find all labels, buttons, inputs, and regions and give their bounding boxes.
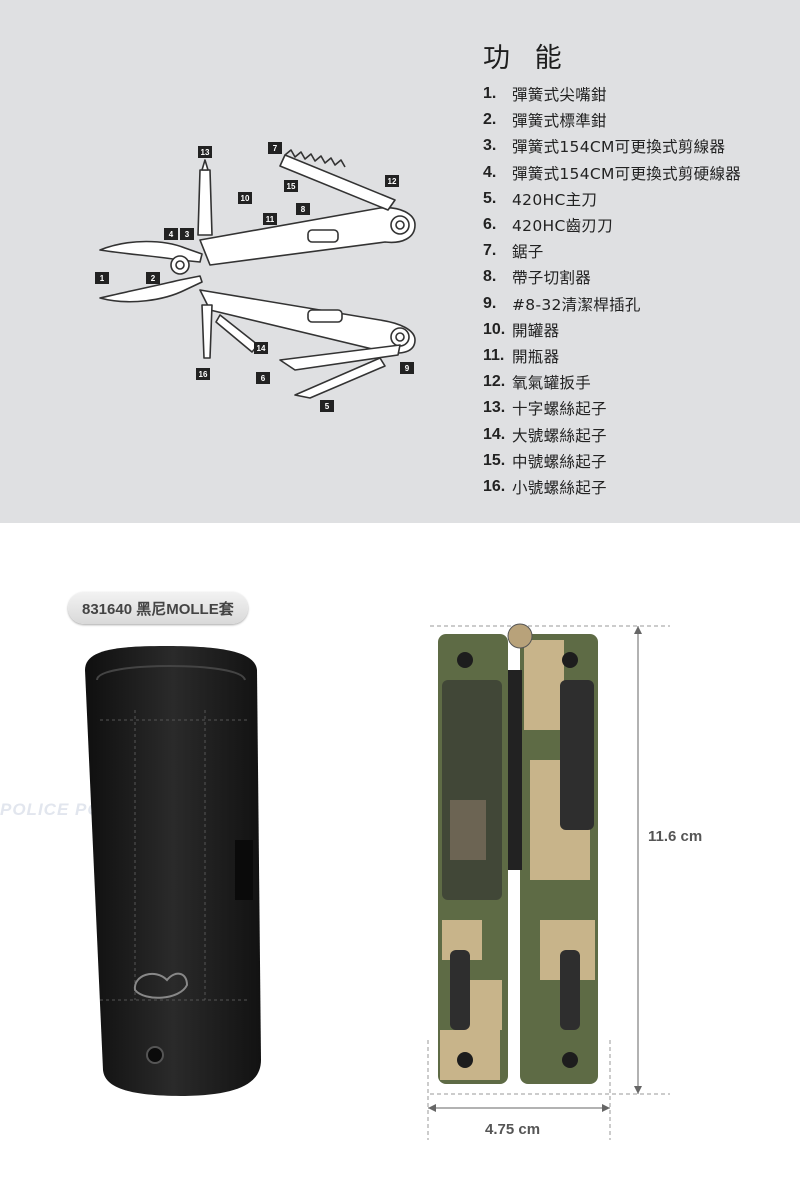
features-list: 功 能 1. 彈簧式尖嘴鉗 2. 彈簧式標準鉗 3. 彈簧式154CM可更換式剪線器 4. 彈… — [483, 36, 793, 500]
feature-number: 11. — [483, 346, 505, 364]
feature-number: 3. — [483, 137, 497, 155]
feature-name: 大號螺絲起子 — [512, 426, 607, 445]
feature-number: 5. — [483, 189, 497, 207]
feature-item: 16. 小號螺絲起子 — [483, 474, 793, 500]
feature-item: 13. 十字螺絲起子 — [483, 395, 793, 421]
callout-14: 14 — [257, 344, 266, 353]
callout-2: 2 — [151, 274, 156, 283]
feature-name: 十字螺絲起子 — [512, 400, 607, 419]
feature-number: 10. — [483, 320, 506, 338]
feature-item: 12. 氧氣罐扳手 — [483, 369, 793, 395]
feature-name: 小號螺絲起子 — [512, 478, 607, 497]
feature-number: 1. — [483, 85, 497, 103]
feature-item: 14. 大號螺絲起子 — [483, 421, 793, 447]
feature-number: 8. — [483, 268, 497, 286]
feature-number: 2. — [483, 111, 497, 129]
feature-number: 12. — [483, 373, 506, 391]
feature-name: 彈簧式154CM可更換式剪硬線器 — [512, 164, 742, 183]
feature-name: #8-32清潔桿插孔 — [512, 295, 641, 314]
feature-name: 中號螺絲起子 — [512, 452, 607, 471]
callout-8: 8 — [301, 205, 306, 214]
sheath-label: 831640 黑尼MOLLE套 — [68, 592, 248, 624]
feature-name: 彈簧式154CM可更換式剪線器 — [512, 138, 726, 157]
molle-sheath-image — [85, 646, 261, 1096]
feature-number: 16. — [483, 477, 506, 495]
feature-item: 11. 開瓶器 — [483, 343, 793, 369]
feature-item: 3. 彈簧式154CM可更換式剪線器 — [483, 133, 793, 159]
width-dimension: 4.75 cm — [485, 1121, 541, 1138]
feature-number: 9. — [483, 294, 497, 312]
callout-10: 10 — [241, 194, 250, 203]
feature-number: 13. — [483, 399, 506, 417]
feature-item: 9. #8-32清潔桿插孔 — [483, 291, 793, 317]
feature-name: 帶子切割器 — [512, 269, 592, 288]
feature-name: 420HC主刀 — [512, 190, 598, 209]
callout-16: 16 — [199, 370, 208, 379]
camo-multitool-image — [427, 623, 670, 1140]
feature-number: 14. — [483, 425, 506, 443]
feature-item: 8. 帶子切割器 — [483, 264, 793, 290]
multitool-diagram: 1 2 4 3 13 10 11 7 15 8 12 14 16 6 9 5 — [95, 142, 416, 412]
feature-item: 5. 420HC主刀 — [483, 186, 793, 212]
callout-12: 12 — [388, 177, 397, 186]
callout-15: 15 — [287, 182, 296, 191]
feature-name: 鋸子 — [512, 243, 544, 262]
callout-4: 4 — [169, 230, 174, 239]
feature-number: 7. — [483, 242, 497, 260]
callout-9: 9 — [405, 364, 410, 373]
callout-5: 5 — [325, 402, 330, 411]
feature-name: 420HC齒刃刀 — [512, 217, 613, 236]
callout-6: 6 — [261, 374, 266, 383]
feature-item: 15. 中號螺絲起子 — [483, 448, 793, 474]
callout-1: 1 — [100, 274, 105, 283]
features-panel: 1 2 4 3 13 10 11 7 15 8 12 14 16 6 9 5 功… — [0, 0, 800, 523]
callout-7: 7 — [273, 144, 278, 153]
callout-3: 3 — [185, 230, 190, 239]
feature-number: 15. — [483, 451, 506, 469]
feature-name: 開瓶器 — [512, 347, 560, 366]
feature-item: 7. 鋸子 — [483, 238, 793, 264]
feature-name: 氧氣罐扳手 — [512, 374, 592, 393]
feature-item: 4. 彈簧式154CM可更換式剪硬線器 — [483, 160, 793, 186]
feature-number: 6. — [483, 216, 497, 234]
callout-13: 13 — [201, 148, 210, 157]
feature-item: 1. 彈簧式尖嘴鉗 — [483, 81, 793, 107]
feature-name: 彈簧式標準鉗 — [512, 112, 607, 131]
features-title: 功 能 — [483, 43, 570, 74]
feature-name: 開罐器 — [512, 321, 560, 340]
callout-11: 11 — [266, 215, 275, 224]
feature-name: 彈簧式尖嘴鉗 — [512, 86, 607, 105]
feature-item: 6. 420HC齒刃刀 — [483, 212, 793, 238]
feature-item: 10. 開罐器 — [483, 317, 793, 343]
feature-number: 4. — [483, 163, 497, 181]
feature-item: 2. 彈簧式標準鉗 — [483, 107, 793, 133]
height-dimension: 11.6 cm — [648, 828, 703, 845]
